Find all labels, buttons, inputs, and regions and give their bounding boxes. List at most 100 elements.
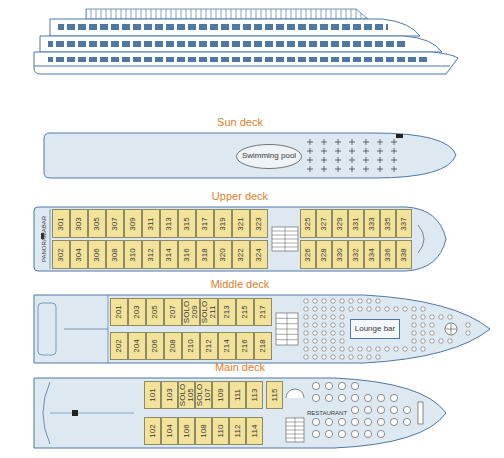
cabin-number: 208 xyxy=(169,333,177,359)
cabin-number: 201 xyxy=(115,299,123,325)
deck-band: Middle deck201203205207SOLO 209SOLO 2112… xyxy=(34,295,490,363)
cabin-box: 317 xyxy=(196,209,214,238)
cabin-box: 327 xyxy=(316,209,332,238)
cabin-box: SOLO 105 xyxy=(178,381,195,409)
cabin-box: 306 xyxy=(88,240,106,269)
cabin-box: 335 xyxy=(380,209,396,238)
cabin-box: 212 xyxy=(200,332,218,360)
cabin-box: 208 xyxy=(164,332,182,360)
cabin-box: 302 xyxy=(52,240,70,269)
cabin-number: 218 xyxy=(259,333,267,359)
cabin-number: 103 xyxy=(166,382,174,408)
cabin-box: 330 xyxy=(332,240,348,269)
cabin-number: 212 xyxy=(205,333,213,359)
cabin-box: 108 xyxy=(195,417,212,445)
cabin-number: 217 xyxy=(259,299,267,325)
cabin-number: 337 xyxy=(400,210,408,237)
cabin-box: 218 xyxy=(254,332,272,360)
cabin-box: 305 xyxy=(88,209,106,238)
cabin-box: 324 xyxy=(250,240,268,269)
cabin-number: 323 xyxy=(255,210,263,237)
cabin-box: 213 xyxy=(218,298,236,326)
cabin-number: 317 xyxy=(201,210,209,237)
pool-label: Swimming pool xyxy=(242,152,296,160)
cabin-box: 325 xyxy=(300,209,316,238)
cabin-box: 309 xyxy=(124,209,142,238)
cabin-box: 205 xyxy=(146,298,164,326)
cabin-number: 318 xyxy=(201,241,209,268)
cabin-number: 203 xyxy=(133,299,141,325)
cabin-number: 210 xyxy=(187,333,195,359)
deck-heading: Main deck xyxy=(215,361,265,373)
cabin-box: 316 xyxy=(178,240,196,269)
cabin-number: 307 xyxy=(111,210,119,237)
cabin-box: 106 xyxy=(178,417,195,445)
cabin-number: 331 xyxy=(352,210,360,237)
deckchairs xyxy=(307,139,397,172)
cabin-box: 115 xyxy=(266,381,283,409)
cabin-box: 114 xyxy=(246,417,263,445)
stairs xyxy=(286,418,304,442)
cabin-box: 326 xyxy=(300,240,316,269)
cabin-box: 110 xyxy=(212,417,229,445)
cabin-box: 112 xyxy=(229,417,246,445)
cabin-number: 321 xyxy=(237,210,245,237)
stairs xyxy=(276,313,298,345)
cabin-number: 206 xyxy=(151,333,159,359)
cabin-box: 308 xyxy=(106,240,124,269)
cabin-box: 336 xyxy=(380,240,396,269)
cabin-box: 334 xyxy=(364,240,380,269)
cabin-number: 110 xyxy=(217,418,225,444)
cabin-number: 328 xyxy=(320,241,328,268)
cabin-box: 318 xyxy=(196,240,214,269)
cabin-box: 329 xyxy=(332,209,348,238)
cabin-number: 315 xyxy=(183,210,191,237)
cabin-number: 305 xyxy=(93,210,101,237)
cabin-number: 205 xyxy=(151,299,159,325)
ship-side-view xyxy=(34,9,458,74)
cabin-number: 326 xyxy=(304,241,312,268)
cabin-number: 301 xyxy=(57,210,65,237)
cabin-number: 330 xyxy=(336,241,344,268)
cabin-box: 323 xyxy=(250,209,268,238)
cabin-number: 332 xyxy=(352,241,360,268)
cabin-number: 216 xyxy=(241,333,249,359)
cabin-number: 109 xyxy=(217,382,225,408)
cabin-box: 111 xyxy=(229,381,246,409)
cabin-box: 204 xyxy=(128,332,146,360)
cabin-number: SOLO 107 xyxy=(196,382,212,408)
cabin-number: 329 xyxy=(336,210,344,237)
cabin-box: 203 xyxy=(128,298,146,326)
cabin-box: 322 xyxy=(232,240,250,269)
deck-heading: Upper deck xyxy=(212,190,268,202)
cabin-box: 215 xyxy=(236,298,254,326)
cabin-box: 321 xyxy=(232,209,250,238)
cabin-box: 202 xyxy=(110,332,128,360)
stairs xyxy=(272,227,298,251)
cabin-number: 204 xyxy=(133,333,141,359)
cabin-box: 313 xyxy=(160,209,178,238)
cabin-number: 112 xyxy=(234,418,242,444)
cabin-box: 310 xyxy=(124,240,142,269)
cabin-box: 303 xyxy=(70,209,88,238)
cabin-box: 216 xyxy=(236,332,254,360)
deck-band: Main deck101103SOLO 105SOLO 107109111113… xyxy=(34,378,446,448)
cabin-box: 104 xyxy=(161,417,178,445)
cabin-box: 337 xyxy=(396,209,412,238)
cabin-box: 331 xyxy=(348,209,364,238)
cabin-number: 314 xyxy=(165,241,173,268)
cabin-number: 308 xyxy=(111,241,119,268)
cabin-number: 108 xyxy=(200,418,208,444)
cabin-number: 324 xyxy=(255,241,263,268)
cabin-number: 338 xyxy=(400,241,408,268)
cabin-number: 325 xyxy=(304,210,312,237)
deck-band: Sun deckSwimming pool xyxy=(44,133,456,178)
cabin-number: 312 xyxy=(147,241,155,268)
cabin-box: 332 xyxy=(348,240,364,269)
cabin-box: 312 xyxy=(142,240,160,269)
cabin-box: 201 xyxy=(110,298,128,326)
cabin-box: 103 xyxy=(161,381,178,409)
cabin-number: 104 xyxy=(166,418,174,444)
cabin-box: 307 xyxy=(106,209,124,238)
